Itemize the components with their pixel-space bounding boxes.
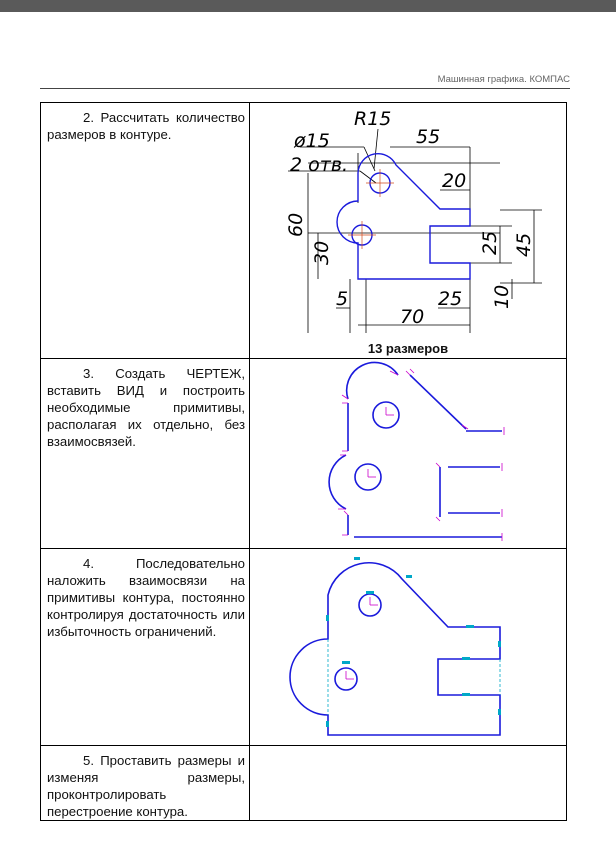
top-bar — [0, 0, 616, 12]
step-4-text: 4. Последовательно наложить взаимосвязи … — [40, 548, 250, 746]
dim-45: 45 — [513, 233, 535, 257]
dim-25-vertical: 25 — [479, 231, 501, 255]
step-3-drawing — [249, 358, 567, 549]
table-row: 3. Создать ЧЕРТЕЖ, вставить ВИД и постро… — [40, 358, 567, 549]
steps-table: 2. Рассчитать количество размеров в конт… — [40, 102, 567, 821]
dim-10: 10 — [491, 285, 513, 309]
primitives-drawing — [328, 361, 505, 541]
step-2-drawing: R15 ø15 2 отв. 55 20 60 30 25 45 5 25 10… — [249, 102, 567, 359]
step-3-text: 3. Создать ЧЕРТЕЖ, вставить ВИД и постро… — [40, 358, 250, 549]
dimension-count-caption: 13 размеров — [367, 341, 449, 356]
dim-55: 55 — [416, 126, 440, 148]
dim-60: 60 — [285, 213, 307, 237]
step-2-text: 2. Рассчитать количество размеров в конт… — [40, 102, 250, 359]
dim-d15: ø15 — [293, 130, 330, 152]
dim-30: 30 — [311, 241, 333, 265]
dim-holes: 2 отв. — [290, 154, 348, 176]
dimensioned-drawing: R15 ø15 2 отв. 55 20 60 30 25 45 5 25 10… — [285, 108, 542, 333]
page-header: Машинная графика. КОМПАС — [437, 74, 570, 85]
table-row: 2. Рассчитать количество размеров в конт… — [40, 102, 567, 359]
dim-25-horizontal: 25 — [438, 288, 462, 310]
step-5-text: 5. Проставить размеры и изменяя размеры,… — [40, 745, 250, 821]
constrained-drawing — [289, 557, 501, 736]
dim-5: 5 — [336, 288, 348, 310]
dim-r15: R15 — [354, 108, 391, 130]
table-row: 4. Последовательно наложить взаимосвязи … — [40, 548, 567, 746]
header-rule — [40, 88, 570, 89]
step-5-empty-cell — [249, 745, 567, 821]
dim-20: 20 — [442, 170, 466, 192]
step-4-drawing — [249, 548, 567, 746]
dim-70: 70 — [400, 306, 424, 328]
table-row: 5. Проставить размеры и изменяя размеры,… — [40, 745, 567, 821]
